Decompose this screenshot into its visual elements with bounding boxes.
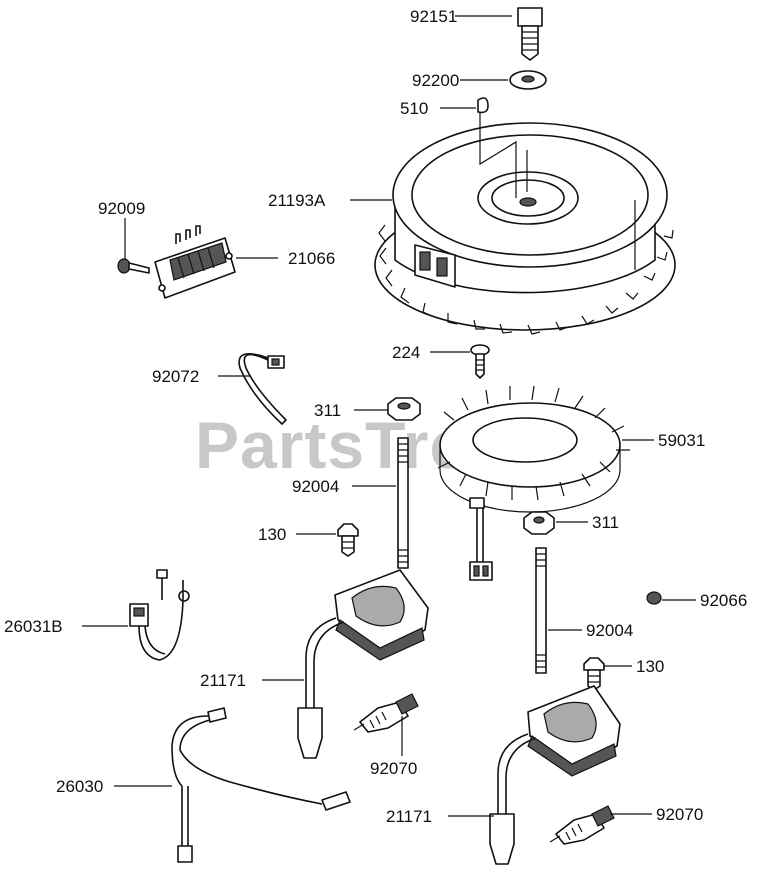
- label-224[interactable]: 224: [392, 343, 420, 362]
- label-92070-right[interactable]: 92070: [656, 805, 703, 824]
- ignition-coil-21171-right[interactable]: [489, 685, 621, 865]
- bolt-130-right[interactable]: [583, 657, 605, 691]
- leader-510-path: [479, 112, 517, 198]
- label-92072[interactable]: 92072: [152, 367, 199, 386]
- clamp-92072[interactable]: [238, 352, 287, 425]
- label-92004-right[interactable]: 92004: [586, 621, 633, 640]
- harness-26031B[interactable]: [129, 569, 190, 661]
- stud-92004-left[interactable]: [397, 437, 409, 569]
- label-311-upper[interactable]: 311: [314, 401, 341, 420]
- label-92200[interactable]: 92200: [412, 71, 459, 90]
- label-26031B[interactable]: 26031B: [4, 617, 63, 636]
- label-26030[interactable]: 26030: [56, 777, 103, 796]
- washer-92200[interactable]: [509, 70, 547, 90]
- nut-311-lower[interactable]: [523, 511, 555, 535]
- label-21171-left[interactable]: 21171: [200, 671, 246, 690]
- flywheel-21193A[interactable]: [374, 122, 676, 335]
- stud-92004-right[interactable]: [535, 547, 547, 674]
- bolt-92066[interactable]: [646, 591, 662, 605]
- spark-plug-92070-left[interactable]: [353, 693, 419, 733]
- label-311-lower[interactable]: 311: [592, 513, 619, 532]
- stator-connector[interactable]: [469, 508, 493, 581]
- nut-311-upper[interactable]: [387, 397, 421, 421]
- label-21171-right[interactable]: 21171: [386, 807, 432, 826]
- label-510[interactable]: 510: [400, 99, 428, 118]
- label-92151[interactable]: 92151: [410, 7, 457, 26]
- label-92004-left[interactable]: 92004: [292, 477, 339, 496]
- spark-plug-92070-right[interactable]: [549, 805, 615, 845]
- screw-92009[interactable]: [117, 258, 150, 274]
- label-92009[interactable]: 92009: [98, 199, 145, 218]
- stator-59031[interactable]: [437, 385, 630, 513]
- label-21193A[interactable]: 21193A: [268, 191, 326, 210]
- label-21066[interactable]: 21066: [288, 249, 335, 268]
- label-92066[interactable]: 92066: [700, 591, 747, 610]
- bolt-92151[interactable]: [517, 7, 543, 61]
- label-92070-left[interactable]: 92070: [370, 759, 417, 778]
- label-130-right[interactable]: 130: [636, 657, 664, 676]
- bolt-130-left[interactable]: [337, 523, 359, 557]
- label-130-left[interactable]: 130: [258, 525, 286, 544]
- regulator-21066[interactable]: [154, 225, 236, 299]
- harness-26030[interactable]: [171, 707, 351, 863]
- label-59031[interactable]: 59031: [658, 431, 705, 450]
- key-510[interactable]: [477, 97, 489, 114]
- screw-224[interactable]: [470, 344, 490, 379]
- ignition-coil-21171-left[interactable]: [297, 569, 429, 759]
